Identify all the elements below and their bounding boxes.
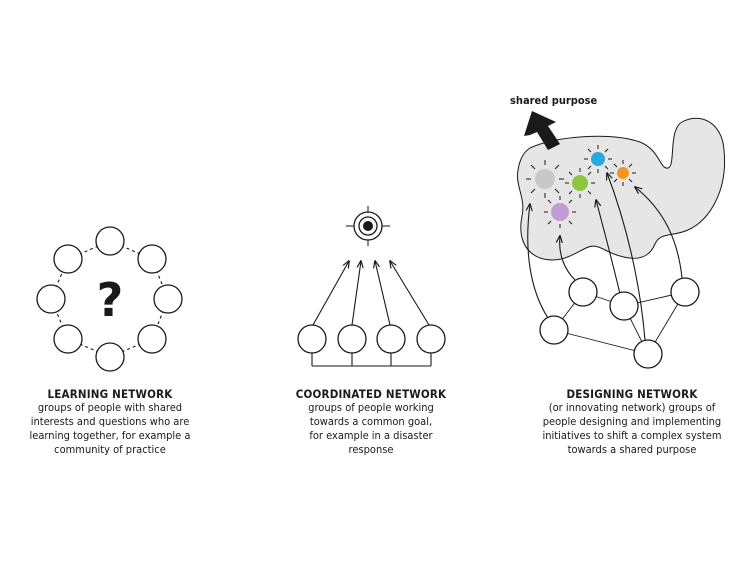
designing-node	[539, 315, 569, 345]
learning-network-description: groups of people with shared interests a…	[29, 401, 191, 456]
target-icon	[346, 206, 390, 246]
coordinated-bus-line	[311, 353, 432, 367]
coordinated-network-caption: COORDINATED NETWORK groups of people wor…	[251, 387, 491, 457]
learning-node	[137, 244, 167, 274]
designing-network-description: (or innovating network) groups of people…	[542, 401, 722, 456]
learning-node	[153, 284, 183, 314]
learning-node	[95, 342, 125, 372]
designing-node	[568, 277, 598, 307]
coordinated-arrows	[312, 261, 430, 326]
learning-node	[53, 324, 83, 354]
learning-network-title: LEARNING NETWORK	[47, 387, 173, 401]
shared-purpose-label: shared purpose	[510, 94, 598, 107]
designing-arrows	[528, 173, 683, 341]
coordinated-node	[376, 324, 406, 354]
learning-network-graphic: ?	[36, 226, 183, 372]
coordinated-network-title: COORDINATED NETWORK	[295, 387, 447, 401]
coordinated-node	[337, 324, 367, 354]
designing-network-caption: DESIGNING NETWORK (or innovating network…	[512, 387, 752, 457]
question-mark-icon: ?	[97, 273, 124, 327]
learning-node	[137, 324, 167, 354]
spark-blue	[591, 152, 605, 166]
spark-grey	[535, 169, 555, 189]
designing-network-graphic	[516, 111, 726, 369]
spark-purple	[551, 203, 569, 221]
spark-orange	[617, 167, 629, 179]
shared-purpose-blob	[516, 117, 726, 261]
designing-node	[609, 291, 639, 321]
designing-network-title: DESIGNING NETWORK	[566, 387, 698, 401]
coordinated-network-description: groups of people working towards a commo…	[308, 401, 434, 456]
designing-node	[670, 277, 700, 307]
coordinated-node	[416, 324, 446, 354]
coordinated-network-graphic	[297, 206, 446, 367]
learning-node	[95, 226, 125, 256]
spark-green	[572, 175, 588, 191]
learning-node	[53, 244, 83, 274]
shared-purpose-arrow-icon	[524, 111, 560, 150]
designing-node	[633, 339, 663, 369]
coordinated-node	[297, 324, 327, 354]
learning-node	[36, 284, 66, 314]
learning-network-caption: LEARNING NETWORK groups of people with s…	[0, 387, 230, 457]
